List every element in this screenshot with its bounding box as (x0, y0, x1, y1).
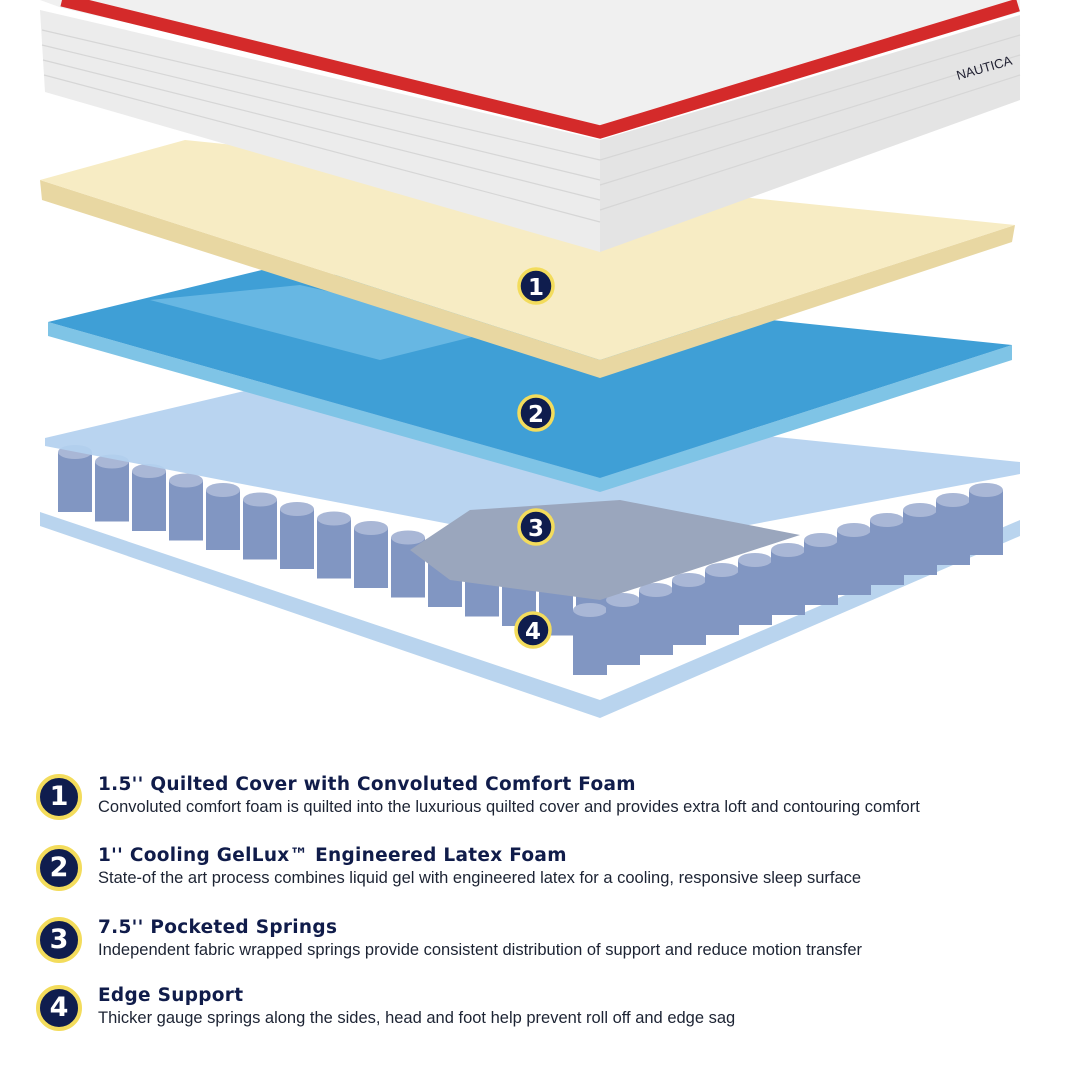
legend-description: State-of the art process combines liquid… (98, 869, 862, 887)
spring-coil (672, 580, 706, 645)
legend-title: 1.5'' Quilted Cover with Convoluted Comf… (98, 774, 636, 795)
spring-coil (243, 499, 277, 560)
number-badge: 1 (36, 774, 82, 820)
spring-coil (705, 570, 739, 635)
spring-top (771, 543, 805, 557)
gel-highlight (150, 285, 500, 360)
spring-coil (132, 471, 166, 531)
spring-top (169, 473, 203, 488)
spring-top (870, 513, 904, 527)
number-badge: 4 (36, 985, 82, 1031)
spring-coil (903, 510, 937, 575)
spring-coil (771, 550, 805, 615)
number-badge: 2 (36, 845, 82, 891)
layer-marker-2: 2 (517, 394, 555, 432)
mattress-side-front (40, 10, 600, 252)
legend-item-2: 2 1'' Cooling GelLux™ Engineered Latex F… (36, 845, 1066, 905)
number-badge: 3 (36, 917, 82, 963)
spring-top (639, 583, 673, 597)
spring-top (317, 511, 351, 526)
spring-top (672, 573, 706, 587)
legend-title: 7.5'' Pocketed Springs (98, 917, 338, 938)
mattress-top (40, 0, 1020, 130)
spring-top (705, 563, 739, 577)
layer-marker-label: 2 (528, 402, 544, 428)
layer-marker-label: 1 (528, 275, 544, 301)
legend-title: Edge Support (98, 985, 244, 1006)
spring-coil (606, 600, 640, 665)
spring-coil (738, 560, 772, 625)
spring-top (738, 553, 772, 567)
comfort-foam-layer (40, 140, 1015, 360)
spring-coil (280, 509, 314, 569)
spring-coil (58, 452, 92, 512)
legend-title: 1'' Cooling GelLux™ Engineered Latex Foa… (98, 845, 567, 866)
comfort-foam-layer-edge (40, 180, 1015, 378)
spring-top (837, 523, 871, 537)
spring-coil (969, 490, 1003, 555)
layer-marker-4: 4 (514, 611, 552, 649)
spring-top (391, 530, 425, 545)
legend-item-3: 3 7.5'' Pocketed Springs Independent fab… (36, 917, 1066, 977)
spring-coil (639, 590, 673, 655)
legend-description: Independent fabric wrapped springs provi… (98, 941, 863, 959)
spring-coil (169, 480, 203, 541)
pocketed-springs (58, 445, 1003, 675)
spring-top (804, 533, 838, 547)
spring-top (206, 483, 240, 497)
legend-description: Thicker gauge springs along the sides, h… (98, 1009, 736, 1027)
mattress-layers-diagram: NAUTICA 1 2 3 4 (40, 0, 1021, 718)
spring-top (903, 503, 937, 517)
spring-top (969, 483, 1003, 497)
legend-item-4: 4 Edge Support Thicker gauge springs alo… (36, 985, 1066, 1045)
layer-marker-1: 1 (517, 267, 555, 305)
spring-top (243, 492, 277, 507)
red-band (60, 0, 1020, 139)
spring-coil (206, 490, 240, 550)
quilt-lines (41, 29, 1021, 223)
spring-coil (573, 610, 607, 675)
spring-coil (804, 540, 838, 605)
spring-cutaway (410, 500, 800, 600)
legend-item-1: 1 1.5'' Quilted Cover with Convoluted Co… (36, 774, 1066, 834)
spring-coil (837, 530, 871, 595)
spring-coil (354, 528, 388, 588)
spring-top (606, 593, 640, 607)
spring-coil (936, 500, 970, 565)
spring-top (936, 493, 970, 507)
spring-top (280, 502, 314, 516)
layer-marker-label: 3 (528, 516, 544, 542)
spring-coil (95, 461, 129, 522)
legend-description: Convoluted comfort foam is quilted into … (98, 798, 920, 816)
layer-marker-label: 4 (525, 619, 541, 645)
spring-layer-base (40, 512, 1020, 718)
spring-coil (317, 518, 351, 579)
mattress-side-right (600, 15, 1020, 252)
spring-top (573, 603, 607, 617)
spring-top (354, 521, 388, 535)
spring-coil (870, 520, 904, 585)
layer-marker-3: 3 (517, 508, 555, 546)
